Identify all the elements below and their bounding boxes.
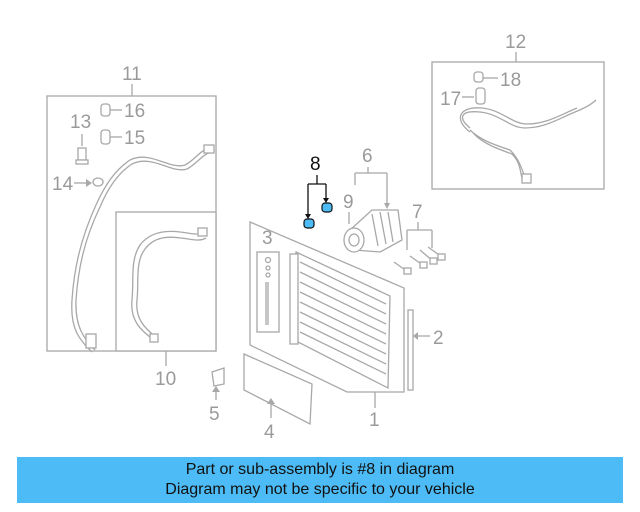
callout-14: 14 [52,174,74,195]
o-ring-8a [303,218,315,229]
callout-6: 6 [362,146,373,167]
callout-5: 5 [209,404,220,425]
part-10-assembly: 10 [115,211,217,390]
banner-line-2: Diagram may not be specific to your vehi… [165,481,475,498]
part-12-assembly: 12 18 17 [431,32,605,190]
part-1-condenser: 1 [249,221,405,431]
callout-8: 8 [310,154,321,175]
part-8-highlighted: 8 [303,154,333,229]
callout-15: 15 [124,128,145,149]
part-5-bracket: 5 [209,367,225,425]
callout-10: 10 [155,369,176,390]
banner-line-1: Part or sub-assembly is #8 in diagram [185,461,455,478]
part-6-compressor: 6 9 [343,146,403,253]
callout-3: 3 [262,228,273,249]
callout-2: 2 [433,328,444,349]
callout-11: 11 [122,64,142,85]
callout-17: 17 [440,89,461,110]
callout-18: 18 [500,70,521,91]
callout-12: 12 [505,32,526,53]
callout-9: 9 [343,192,354,213]
part-3-drier: 3 [256,228,280,333]
callout-13: 13 [70,112,91,133]
info-banner: Part or sub-assembly is #8 in diagram Di… [17,457,623,503]
part-2-seal: 2 [407,309,444,391]
part-4-panel: 4 [243,353,313,443]
callout-7: 7 [412,202,423,223]
callout-1: 1 [369,410,380,431]
o-ring-8b [321,202,333,213]
callout-16: 16 [124,101,145,122]
part-7-bolts: 7 [393,202,446,275]
callout-4: 4 [264,422,275,443]
